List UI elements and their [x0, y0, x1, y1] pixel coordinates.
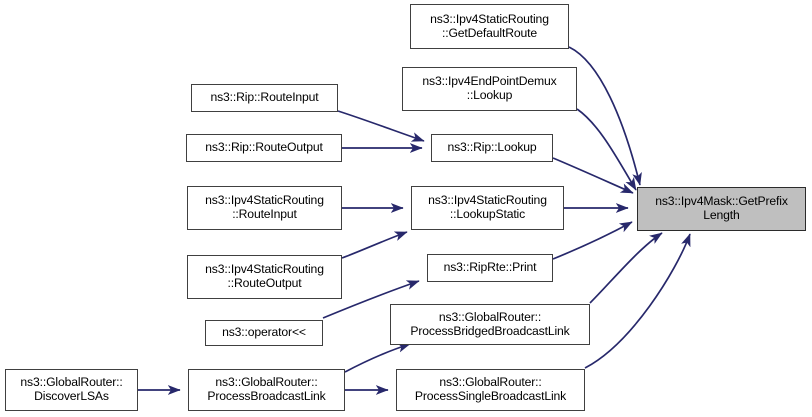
- graph-node-endpoint-demux-lookup[interactable]: ns3::Ipv4EndPointDemux ::Lookup: [402, 67, 577, 111]
- graph-node-ipv4mask-getprefixlength[interactable]: ns3::Ipv4Mask::GetPrefix Length: [637, 187, 806, 231]
- graph-node-get-default-route[interactable]: ns3::Ipv4StaticRouting ::GetDefaultRoute: [410, 4, 569, 49]
- call-edge: [589, 232, 663, 304]
- call-edge: [344, 343, 411, 373]
- graph-node-riprte-print[interactable]: ns3::RipRte::Print: [427, 254, 553, 282]
- graph-node-label: ns3::Ipv4Mask::GetPrefix Length: [655, 194, 788, 222]
- graph-node-label: ns3::GlobalRouter:: DiscoverLSAs: [20, 375, 123, 403]
- graph-node-ipv4static-lookupstatic[interactable]: ns3::Ipv4StaticRouting ::LookupStatic: [411, 186, 564, 230]
- graph-node-label: ns3::Ipv4StaticRouting ::GetDefaultRoute: [430, 11, 549, 40]
- call-edge: [584, 233, 691, 369]
- call-edge: [568, 46, 642, 186]
- call-edge: [341, 231, 408, 259]
- graph-node-label: ns3::Ipv4StaticRouting ::RouteOutput: [205, 262, 324, 290]
- call-edge: [576, 108, 637, 191]
- call-edge: [552, 221, 633, 260]
- graph-node-global-discoverlsas[interactable]: ns3::GlobalRouter:: DiscoverLSAs: [5, 369, 138, 411]
- graph-node-label: ns3::RipRte::Print: [443, 260, 537, 275]
- graph-node-rip-routeoutput[interactable]: ns3::Rip::RouteOutput: [186, 134, 342, 162]
- graph-node-global-process-single[interactable]: ns3::GlobalRouter:: ProcessSingleBroadca…: [396, 369, 585, 411]
- call-edge: [337, 110, 425, 142]
- graph-node-rip-lookup[interactable]: ns3::Rip::Lookup: [431, 134, 553, 162]
- call-edge: [552, 157, 634, 194]
- graph-node-label: ns3::GlobalRouter:: ProcessBridgedBroadc…: [410, 309, 570, 338]
- graph-node-label: ns3::Rip::Lookup: [447, 140, 537, 155]
- graph-node-label: ns3::GlobalRouter:: ProcessSingleBroadca…: [414, 375, 567, 403]
- graph-node-rip-routeinput[interactable]: ns3::Rip::RouteInput: [191, 84, 338, 112]
- graph-node-ipv4static-routeoutput[interactable]: ns3::Ipv4StaticRouting ::RouteOutput: [187, 255, 342, 299]
- graph-node-ipv4static-routeinput[interactable]: ns3::Ipv4StaticRouting ::RouteInput: [187, 186, 342, 230]
- graph-node-global-process-broadcast[interactable]: ns3::GlobalRouter:: ProcessBroadcastLink: [188, 369, 345, 411]
- graph-node-label: ns3::Ipv4EndPointDemux ::Lookup: [422, 74, 557, 102]
- graph-node-ns3-operator-ltlt[interactable]: ns3::operator<<: [205, 320, 323, 346]
- graph-node-label: ns3::Rip::RouteOutput: [205, 140, 323, 155]
- call-edge: [322, 280, 420, 319]
- graph-node-label: ns3::Ipv4StaticRouting ::RouteInput: [205, 193, 324, 221]
- graph-node-global-process-bridged[interactable]: ns3::GlobalRouter:: ProcessBridgedBroadc…: [390, 304, 590, 345]
- graph-node-label: ns3::Rip::RouteInput: [210, 90, 319, 105]
- graph-node-label: ns3::GlobalRouter:: ProcessBroadcastLink: [207, 375, 326, 403]
- graph-node-label: ns3::operator<<: [222, 325, 306, 340]
- graph-node-label: ns3::Ipv4StaticRouting ::LookupStatic: [428, 193, 547, 221]
